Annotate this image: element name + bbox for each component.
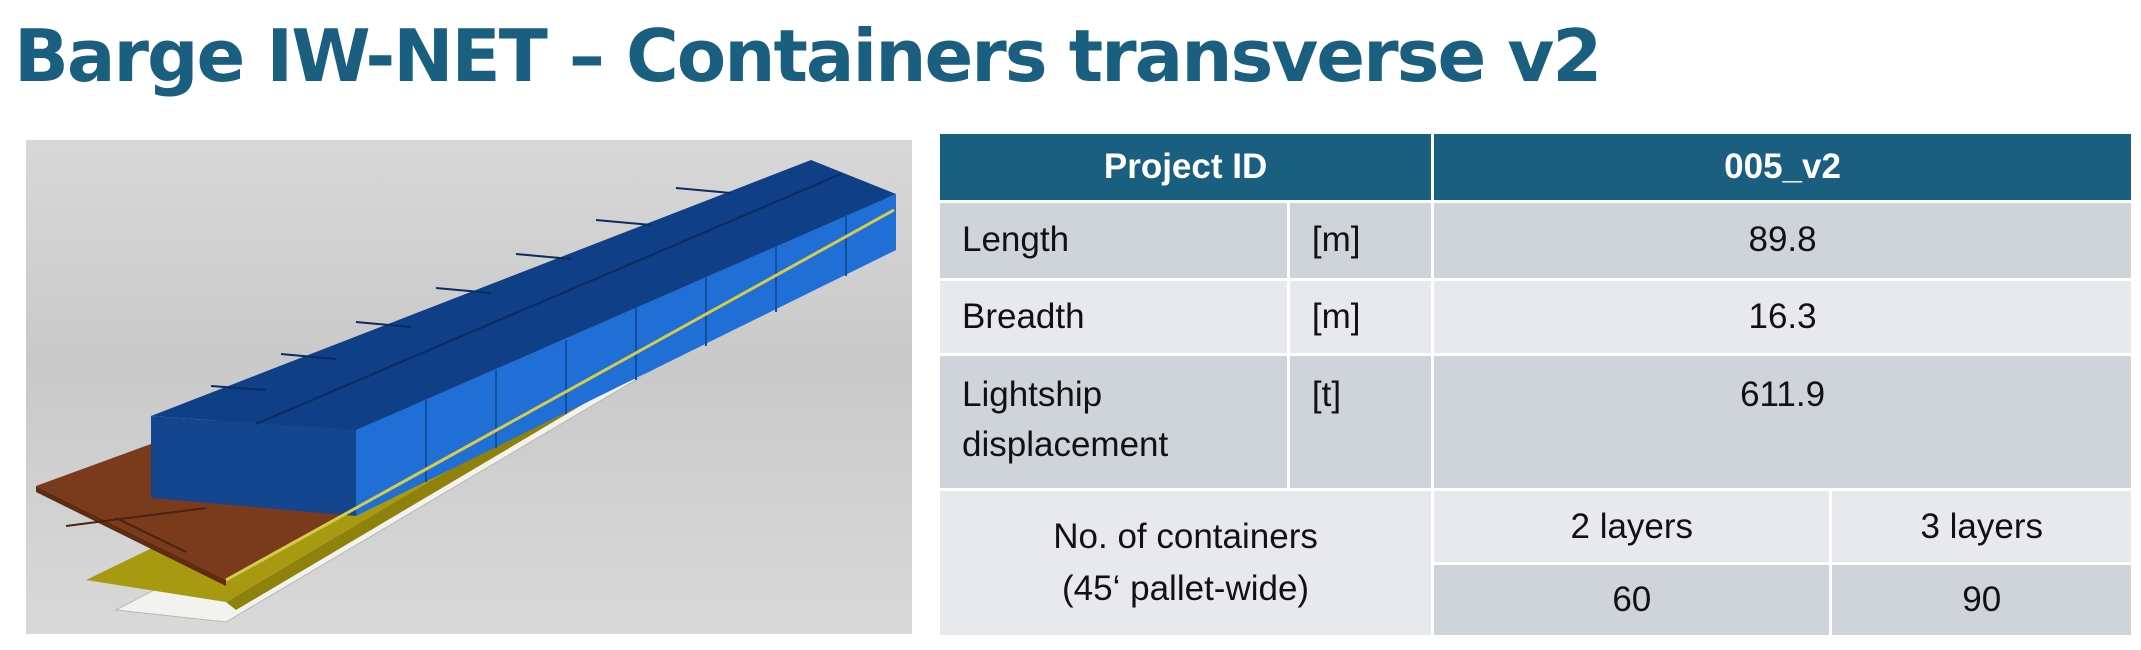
lightship-value: 611.9: [1434, 355, 2131, 489]
containers-side: [151, 416, 356, 516]
container-seams-side: [425, 216, 847, 482]
header-row: Project ID 005_v2: [940, 134, 2131, 201]
deck-line-1: [115, 517, 187, 553]
rail: [225, 208, 895, 582]
barge-render-image: [26, 140, 912, 634]
container-seams-top: [210, 173, 842, 425]
two-layers-header: 2 layers: [1434, 491, 1830, 562]
table-row: Breadth [m] 16.3: [940, 280, 2131, 353]
containers-label-line2: (45‘ pallet-wide): [1062, 569, 1310, 609]
table-row: Lightship displacement [t] 611.9: [940, 355, 2131, 489]
slide-title: Barge IW-NET – Containers transverse v2: [14, 14, 1602, 98]
project-id-value: 005_v2: [1434, 134, 2131, 201]
deck-line-2: [65, 507, 207, 527]
length-value: 89.8: [1434, 203, 2131, 278]
containers-label-line1: No. of containers: [1053, 517, 1318, 557]
project-id-label: Project ID: [940, 134, 1432, 201]
barge-3d-model: [36, 160, 896, 623]
breadth-unit: [m]: [1289, 280, 1432, 353]
lightship-label-line1: Lightship: [962, 374, 1103, 414]
containers-long-side: [356, 194, 896, 516]
breadth-label: Breadth: [940, 280, 1287, 353]
containers-header-row: No. of containers (45‘ pallet-wide) 2 la…: [940, 491, 2131, 635]
three-layers-header: 3 layers: [1832, 491, 2131, 562]
two-layers-value: 60: [1434, 564, 1830, 635]
lightship-unit: [t]: [1289, 355, 1432, 489]
lightship-label: Lightship displacement: [940, 355, 1287, 489]
breadth-value: 16.3: [1434, 280, 2131, 353]
table-row: Length [m] 89.8: [940, 203, 2131, 278]
deck-front-edge: [36, 486, 226, 586]
containers-label: No. of containers (45‘ pallet-wide): [940, 491, 1432, 635]
length-label: Length: [940, 203, 1287, 278]
containers-top: [151, 160, 896, 430]
lightship-label-line2: displacement: [962, 424, 1169, 464]
specs-table: Project ID 005_v2 Length [m] 89.8 Breadt…: [937, 131, 2134, 638]
containers-value-row: 60 90: [940, 564, 2131, 635]
three-layers-value: 90: [1832, 564, 2131, 635]
length-unit: [m]: [1289, 203, 1432, 278]
